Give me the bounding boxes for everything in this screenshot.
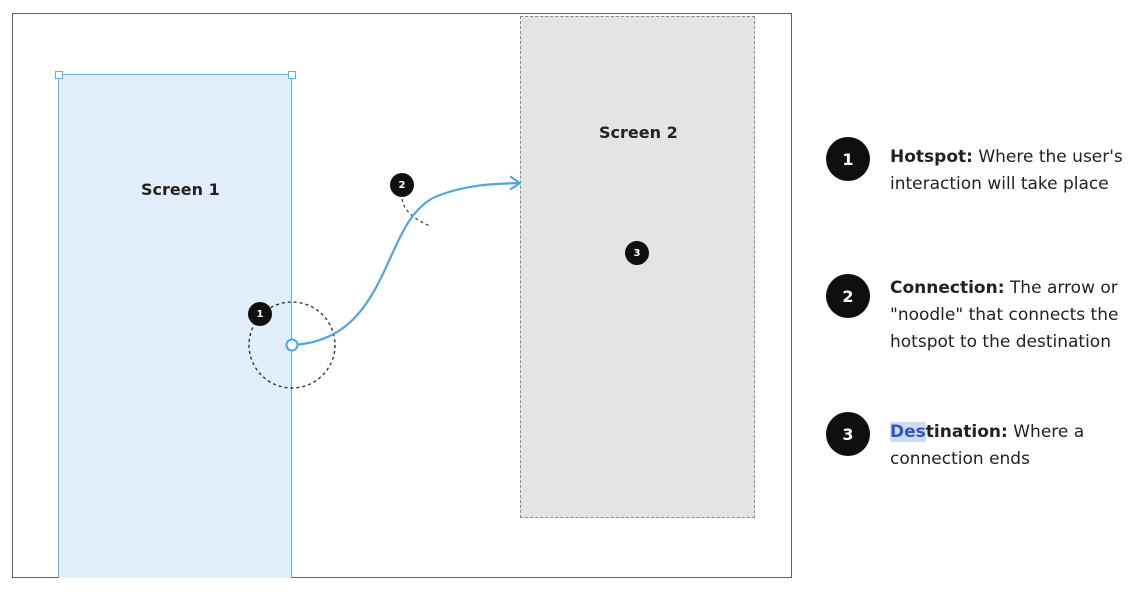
hotspot-area-ring: [248, 301, 336, 389]
hotspot-marker: 1: [248, 302, 272, 326]
connection-arrowhead-icon: [509, 175, 522, 191]
hotspot-point[interactable]: [285, 338, 299, 352]
legend-description: The arrow or "noodle" that connects the …: [890, 278, 1119, 352]
screen-1-label: Screen 1: [141, 180, 220, 199]
resize-handle-top-left[interactable]: [55, 71, 63, 79]
legend-description: Where a connection ends: [890, 422, 1085, 469]
screen-1-frame[interactable]: Screen 1: [58, 74, 292, 578]
legend-description: Where the user's interaction will take p…: [890, 147, 1123, 194]
legend-number-badge: 3: [826, 412, 870, 456]
resize-handle-top-right[interactable]: [288, 71, 296, 79]
legend-term: Connection:: [890, 278, 1005, 298]
legend-text: Destination: Where a connection ends: [890, 419, 1140, 473]
legend-term-rest: tination:: [925, 422, 1008, 442]
connection-noodle[interactable]: [291, 181, 519, 347]
legend-text: Connection: The arrow or "noodle" that c…: [890, 275, 1140, 356]
connection-marker: 2: [390, 173, 414, 197]
legend-number-badge: 1: [826, 137, 870, 181]
text-selection-highlight: Des: [890, 422, 926, 442]
screen-2-frame[interactable]: Screen 2: [520, 16, 755, 518]
legend-number-badge: 2: [826, 274, 870, 318]
connection-callout-line: [401, 198, 431, 227]
legend-text: Hotspot: Where the user's interaction wi…: [890, 144, 1140, 198]
legend-term: Destination:: [890, 422, 1008, 442]
legend-term: Hotspot:: [890, 147, 973, 167]
screen-2-label: Screen 2: [599, 123, 678, 142]
destination-marker: 3: [625, 241, 649, 265]
